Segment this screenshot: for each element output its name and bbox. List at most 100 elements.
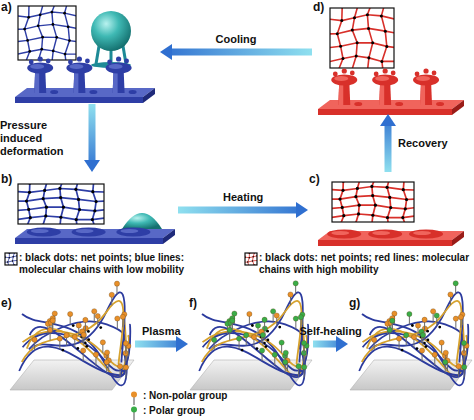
side-group-ball <box>387 327 392 332</box>
side-group-stick <box>262 352 263 361</box>
net-point <box>438 326 441 329</box>
flattened-pillar <box>409 230 443 239</box>
cap-bump <box>107 60 112 65</box>
side-group-ball <box>236 336 241 341</box>
side-group-stick <box>94 313 95 322</box>
pillar-cap-light <box>416 76 430 81</box>
side-group-stick <box>392 322 393 331</box>
side-group-ball <box>123 365 128 370</box>
cap-bump <box>77 56 82 61</box>
surface-strip <box>318 230 464 247</box>
surface-strip <box>15 228 175 245</box>
panel-letter: e) <box>1 296 12 310</box>
side-group-ball <box>72 334 77 339</box>
side-group-stick <box>285 364 286 373</box>
side-group-ball <box>439 340 444 345</box>
side-group-stick <box>413 339 414 348</box>
net-point <box>340 19 343 22</box>
net-point <box>423 342 426 345</box>
side-group-ball <box>396 336 401 341</box>
net-point <box>68 39 71 42</box>
net-point <box>72 324 75 327</box>
side-group-stick <box>274 356 275 365</box>
molecular-chain <box>253 253 255 265</box>
net-point <box>76 347 79 350</box>
arrow-shaft <box>313 341 337 348</box>
cap-bump <box>432 71 437 76</box>
net-point <box>355 54 358 57</box>
side-group-stick <box>304 369 305 378</box>
network-illustration <box>350 281 472 390</box>
side-group-ball <box>434 313 439 318</box>
side-group-stick <box>295 285 296 294</box>
net-point <box>26 39 29 42</box>
net-point <box>28 50 31 53</box>
net-point <box>404 207 407 210</box>
stand-leg <box>96 46 99 64</box>
molecular-chain <box>367 8 373 68</box>
side-group-stick <box>232 322 233 331</box>
flattened-pillar-light <box>372 231 390 235</box>
arrow-head <box>160 44 172 60</box>
net-point <box>341 206 344 209</box>
side-group-ball <box>81 332 86 337</box>
net-point <box>426 339 429 342</box>
net-point <box>99 326 102 329</box>
molecular-chain <box>43 184 47 224</box>
side-group-ball <box>390 318 395 323</box>
cap-bump <box>116 56 121 61</box>
flattened-pillar <box>27 228 61 237</box>
net-point <box>93 209 96 212</box>
side-group-stick <box>455 320 456 329</box>
side-group-stick <box>258 327 259 336</box>
net-point <box>58 187 61 190</box>
cap-bump <box>415 72 420 77</box>
side-group-ball <box>419 348 424 353</box>
side-group-stick <box>246 337 247 346</box>
side-group-stick <box>83 336 84 345</box>
polymer-net <box>330 8 394 68</box>
side-group-ball <box>251 334 256 339</box>
side-group-stick <box>466 347 467 356</box>
pillar-cap-light <box>30 64 44 69</box>
net-point <box>249 257 251 259</box>
net-point <box>354 195 357 198</box>
net-point <box>339 45 342 48</box>
polymer-chain <box>370 327 464 377</box>
side-group-stick <box>434 356 435 365</box>
arrow-head <box>336 336 348 352</box>
net-point <box>356 187 359 190</box>
net-point <box>426 330 429 333</box>
panel-letter: b) <box>1 172 12 186</box>
side-group-ball <box>293 281 298 286</box>
flattened-pillar-light <box>120 229 138 233</box>
side-group-stick <box>295 320 296 329</box>
net-point <box>380 60 383 63</box>
net-point <box>371 41 374 44</box>
net-point <box>75 218 78 221</box>
side-group-stick <box>214 341 215 350</box>
net-point <box>389 206 392 209</box>
flattened-sphere <box>122 213 162 229</box>
net-point <box>95 200 98 203</box>
side-group-stick <box>111 296 112 305</box>
pillar-cap-light <box>334 76 348 81</box>
side-group-stick <box>303 354 304 363</box>
polymer-chain <box>202 301 302 364</box>
legend-text: : Non-polar group <box>143 390 227 402</box>
process-arrow <box>135 336 188 352</box>
strip-front <box>318 240 452 246</box>
cap-bump <box>342 68 347 73</box>
side-group-ball <box>301 340 306 345</box>
net-point <box>28 191 31 194</box>
polymer-chain <box>369 322 463 350</box>
network-illustration <box>190 281 312 390</box>
polymer-chain <box>210 327 304 377</box>
side-group-stick <box>262 337 263 346</box>
side-group-ball <box>260 332 265 337</box>
polymer-chain <box>30 327 126 377</box>
side-bump <box>89 90 97 94</box>
side-group-ball <box>68 311 73 316</box>
